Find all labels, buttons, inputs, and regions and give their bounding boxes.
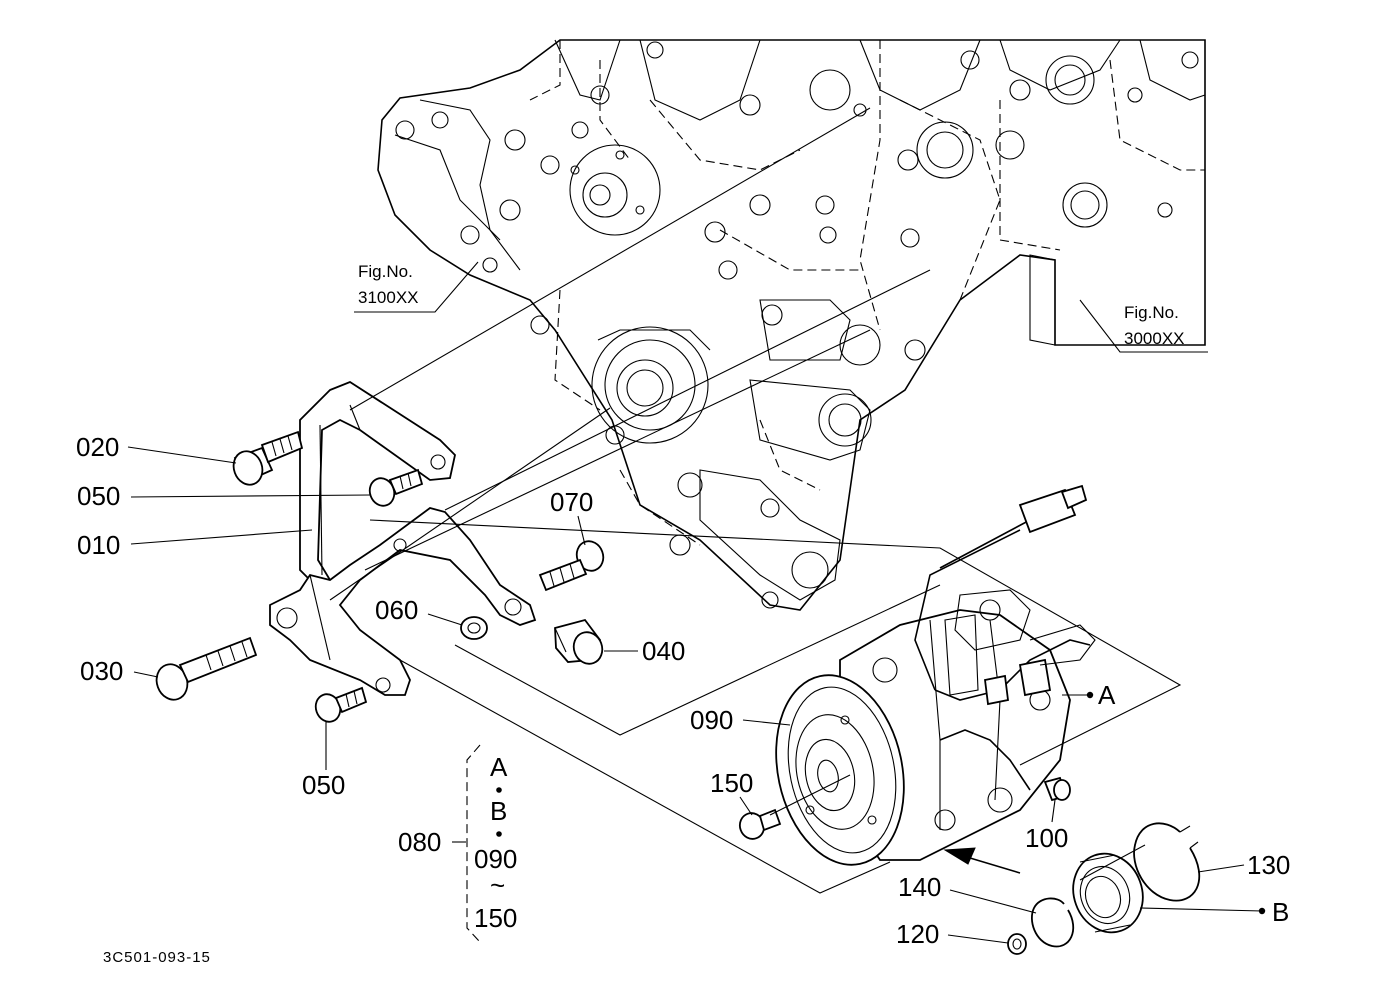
group-item-b: B bbox=[490, 796, 507, 826]
spacer-040 bbox=[554, 618, 604, 665]
callout-060[interactable]: 060 bbox=[375, 595, 463, 626]
callout-label: 040 bbox=[642, 636, 685, 666]
callout-100[interactable]: 100 bbox=[1025, 799, 1068, 853]
callout-050-lower[interactable]: 050 bbox=[302, 722, 345, 800]
callout-label: 150 bbox=[710, 768, 753, 798]
fig-ref-line1: Fig.No. bbox=[1124, 303, 1179, 322]
fig-ref-line1: Fig.No. bbox=[358, 262, 413, 281]
snap-ring-140 bbox=[1030, 897, 1075, 948]
snap-ring-130 bbox=[1133, 822, 1201, 902]
callout-label: 010 bbox=[77, 530, 120, 560]
bolt-150 bbox=[738, 808, 782, 840]
callout-040[interactable]: 040 bbox=[604, 636, 685, 666]
assembly-lines bbox=[329, 107, 1182, 894]
callout-a[interactable]: A bbox=[1062, 680, 1116, 710]
group-item-a: A bbox=[490, 752, 508, 782]
callout-030[interactable]: 030 bbox=[80, 656, 159, 686]
washer-060 bbox=[460, 616, 488, 640]
drawing-code: 3C501-093-15 bbox=[103, 949, 211, 966]
callout-label: 100 bbox=[1025, 823, 1068, 853]
screw-100 bbox=[1043, 776, 1071, 802]
group-item-090: 090 bbox=[474, 844, 517, 874]
ac-compressor bbox=[775, 484, 1096, 866]
callout-070[interactable]: 070 bbox=[550, 487, 593, 546]
callout-label: 050 bbox=[302, 770, 345, 800]
callout-label: 020 bbox=[76, 432, 119, 462]
fig-ref-3100xx[interactable]: Fig.No. 3100XX bbox=[354, 261, 479, 313]
callout-label: 060 bbox=[375, 595, 418, 625]
group-range-symbol: ~ bbox=[490, 870, 505, 900]
callout-label: 140 bbox=[898, 872, 941, 902]
callout-b[interactable]: B bbox=[1139, 897, 1289, 927]
group-item-150: 150 bbox=[474, 903, 517, 933]
callout-label: 130 bbox=[1247, 850, 1290, 880]
callout-label: 120 bbox=[896, 919, 939, 949]
washer-120 bbox=[1007, 933, 1027, 955]
callout-050-upper[interactable]: 050 bbox=[77, 481, 371, 511]
engine-block bbox=[377, 39, 1206, 611]
fig-ref-line2: 3000XX bbox=[1124, 329, 1185, 348]
bolt-030 bbox=[155, 636, 258, 701]
callout-label: 090 bbox=[690, 705, 733, 735]
callout-label: B bbox=[1272, 897, 1289, 927]
bolt-020 bbox=[232, 430, 304, 486]
callout-120[interactable]: 120 bbox=[896, 919, 1009, 949]
fig-ref-3000xx[interactable]: Fig.No. 3000XX bbox=[1079, 299, 1208, 353]
compressor-bracket-lower bbox=[269, 507, 537, 696]
callout-020[interactable]: 020 bbox=[76, 432, 237, 464]
callout-label: A bbox=[1098, 680, 1116, 710]
assembly-arrow bbox=[943, 847, 1021, 874]
callout-140[interactable]: 140 bbox=[898, 872, 1037, 914]
callout-150[interactable]: 150 bbox=[710, 768, 753, 816]
callout-090[interactable]: 090 bbox=[690, 705, 791, 735]
callout-010[interactable]: 010 bbox=[77, 529, 313, 560]
callout-label: 030 bbox=[80, 656, 123, 686]
callout-label: 050 bbox=[77, 481, 120, 511]
bolt-050-upper bbox=[368, 468, 424, 507]
fig-ref-line2: 3100XX bbox=[358, 288, 419, 307]
bearing bbox=[1072, 852, 1144, 934]
bolt-070 bbox=[538, 540, 605, 592]
bolt-050-lower bbox=[314, 686, 368, 723]
compressor-bracket-010 bbox=[299, 380, 456, 581]
callout-130[interactable]: 130 bbox=[1197, 850, 1290, 880]
group-number: 080 bbox=[398, 827, 441, 857]
callout-label: 070 bbox=[550, 487, 593, 517]
group-080-set[interactable]: 080 A B 090 ~ 150 bbox=[398, 744, 517, 943]
